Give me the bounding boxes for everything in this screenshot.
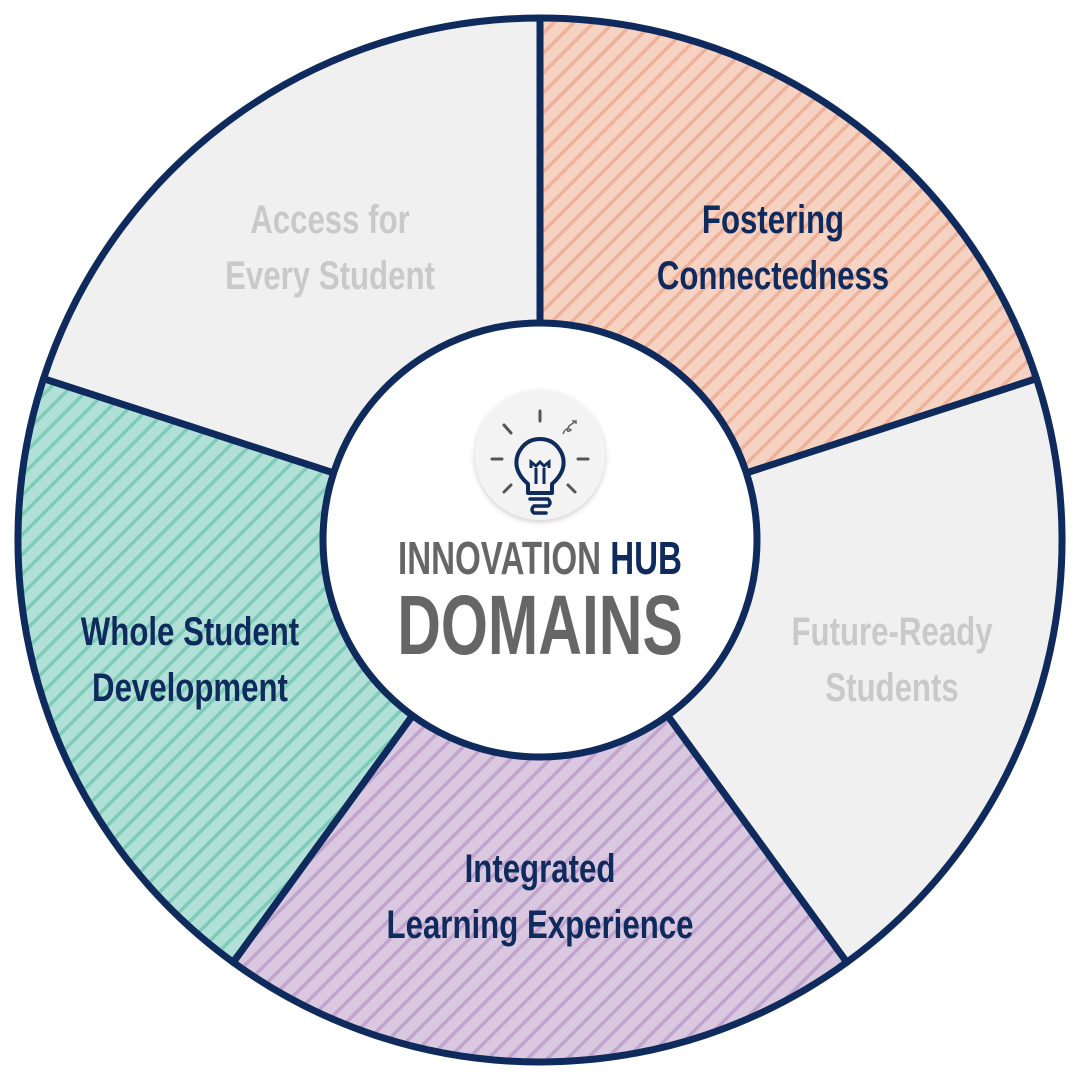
label-line: Every Student (225, 254, 435, 298)
label-future-ready-students: Future-Ready Students (791, 604, 992, 716)
title-innovation: INNOVATION (398, 532, 602, 584)
label-integrated-learning-experience: Integrated Learning Experience (387, 841, 694, 953)
title-hub: HUB (610, 532, 682, 584)
label-line: Fostering (701, 198, 845, 242)
title-domains: DOMAINS (397, 578, 683, 672)
label-line: Future-Ready (791, 610, 993, 654)
center-circle (319, 319, 761, 761)
page-title: INNOVATION HUB DOMAINS (397, 533, 683, 667)
segment-integrated-learning[interactable] (229, 536, 851, 1066)
label-line: Whole Student (80, 610, 300, 654)
lightbulb-icon (475, 390, 605, 520)
label-fostering-connectedness: Fostering Connectedness (657, 192, 889, 304)
label-line: Development (92, 666, 288, 710)
label-whole-student-development: Whole Student Development (81, 604, 299, 716)
label-line: Connectedness (656, 254, 890, 298)
label-line: Students (825, 666, 959, 710)
label-line: Learning Experience (386, 903, 694, 947)
label-line: Integrated (464, 847, 616, 891)
label-access-for-every-student: Access for Every Student (225, 192, 435, 304)
label-line: Access for (250, 198, 410, 242)
